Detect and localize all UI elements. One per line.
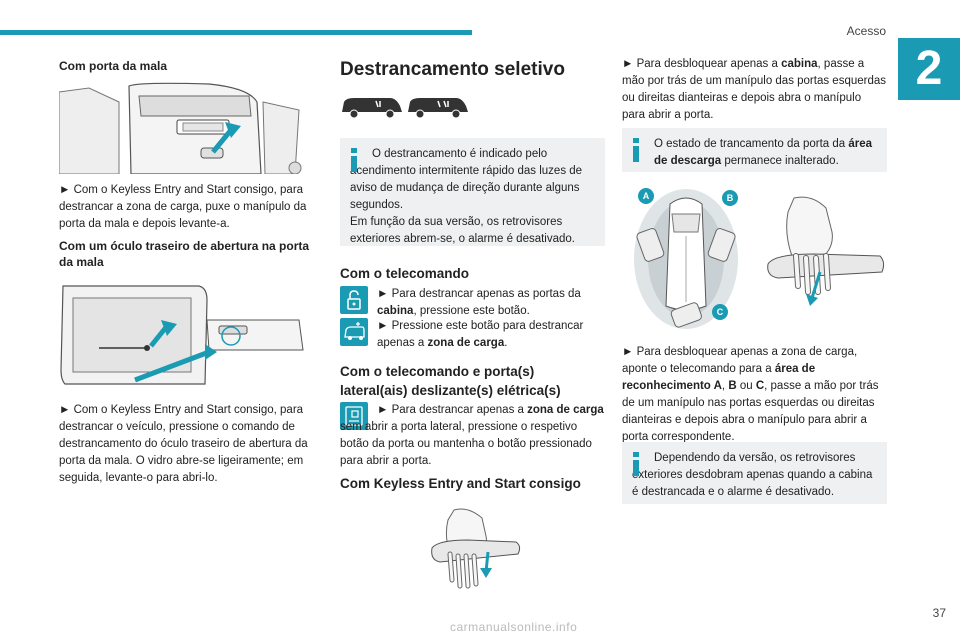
cabin-unlock-text: ► Para desbloquear apenas a cabina, pass… — [622, 58, 887, 121]
door-handle-hand-illustration — [428, 506, 524, 590]
padlock-icon — [340, 286, 368, 314]
page-number: 37 — [932, 606, 946, 620]
info-box-cargo-area: O estado de trancamento da porta da área… — [622, 128, 887, 172]
zone-label-b: B — [722, 190, 738, 206]
info-icon — [632, 138, 640, 162]
remote-cabin-text: ► Para destrancar apenas as portas da ca… — [377, 288, 581, 317]
info-text-mirrors-fold: Dependendo da versão, os retrovisores ex… — [632, 452, 873, 498]
info-text-mirrors: Em função da sua versão, os retrovisores… — [350, 216, 575, 245]
info-text-cargo-state: O estado de trancamento da porta da área… — [654, 138, 873, 167]
zone-label-c: C — [712, 304, 728, 320]
hand-behind-handle-illustration — [764, 194, 888, 312]
van-icons — [340, 94, 472, 120]
info-icon — [350, 148, 358, 172]
rear-window-illustration — [59, 280, 311, 394]
heading-rear-window: Com um óculo traseiro de abertura na por… — [59, 239, 310, 269]
heading-remote: Com o telecomando — [340, 266, 470, 281]
zone-label-a: A — [638, 188, 654, 204]
recognition-zones-illustration — [626, 184, 746, 334]
info-text-indicator: O destrancamento é indicado pelo acendim… — [350, 148, 583, 211]
watermark: carmanualsonline.info — [450, 620, 578, 634]
cargo-unlock-text: ► Para desbloquear apenas a zona de carg… — [622, 346, 879, 443]
remote-cargo-text: ► Pressione este botão para destrancar a… — [377, 320, 584, 349]
info-box-mirrors: Dependendo da versão, os retrovisores ex… — [622, 442, 887, 504]
sliding-door-text: ► Para destrancar apenas a zona de carga… — [340, 404, 604, 467]
section-title: Acesso — [846, 24, 886, 38]
header-accent-bar — [0, 30, 472, 35]
chapter-number: 2 — [898, 38, 960, 100]
info-icon — [632, 452, 640, 476]
heading-tailgate: Com porta da mala — [59, 59, 168, 73]
cargo-unlock-icon — [340, 318, 368, 346]
heading-keyless: Com Keyless Entry and Start consigo — [340, 476, 581, 491]
tailgate-instructions: ► Com o Keyless Entry and Start consigo,… — [59, 184, 307, 230]
heading-sliding-doors: Com o telecomando e porta(s) lateral(ais… — [340, 364, 561, 398]
rear-window-instructions: ► Com o Keyless Entry and Start consigo,… — [59, 404, 308, 484]
tailgate-illustration — [59, 82, 311, 174]
info-box-unlocking: O destrancamento é indicado pelo acendim… — [340, 138, 605, 246]
selective-unlocking-title: Destrancamento seletivo — [340, 59, 565, 80]
sliding-door-icon — [340, 402, 368, 430]
